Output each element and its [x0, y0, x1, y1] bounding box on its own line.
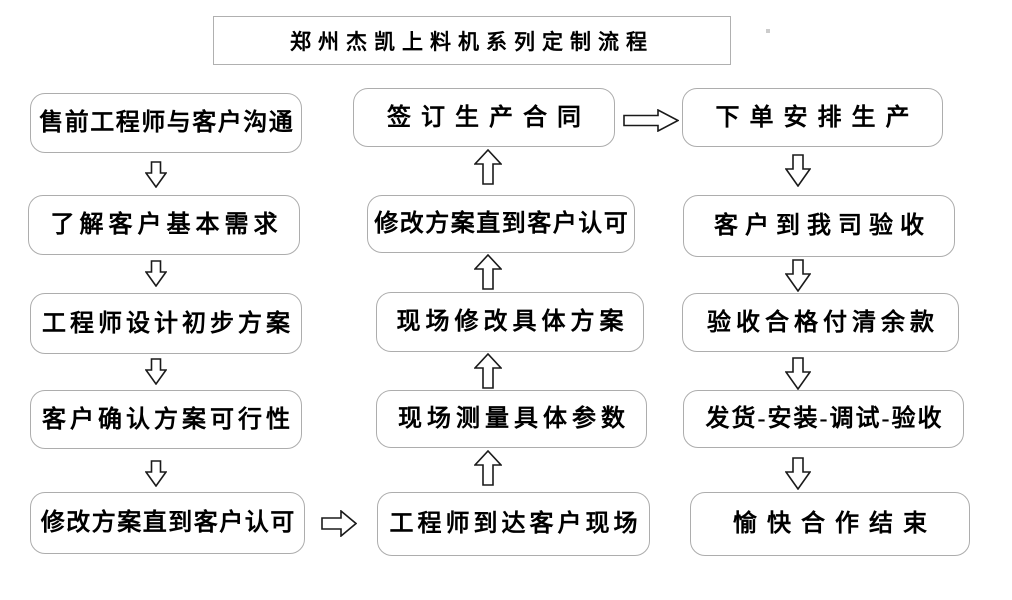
down-arrow-icon: [145, 260, 167, 287]
flow-node-label: 修改方案直到客户认可: [40, 510, 296, 536]
flow-node-label: 客户到我司验收: [714, 213, 931, 239]
page-title: 郑州杰凯上料机系列定制流程: [290, 29, 654, 54]
flow-node-label: 现场测量具体参数: [398, 406, 630, 432]
flow-node-onsite-revise-plan: 现场修改具体方案: [376, 292, 644, 352]
flow-node-label: 下单安排生产: [715, 104, 920, 131]
title-box: 郑州杰凯上料机系列定制流程: [213, 16, 731, 65]
flow-node-order-production: 下单安排生产: [682, 88, 943, 147]
flow-node-design-draft-plan: 工程师设计初步方案: [30, 293, 302, 354]
flow-node-customer-acceptance-visit: 客户到我司验收: [683, 195, 955, 257]
flow-node-cooperation-end: 愉快合作结束: [690, 492, 970, 556]
right-arrow-icon: [321, 510, 357, 537]
up-arrow-icon: [474, 254, 502, 290]
down-arrow-icon: [145, 161, 167, 188]
down-arrow-icon: [785, 259, 811, 292]
right-arrow-icon: [623, 109, 679, 132]
flow-node-understand-needs: 了解客户基本需求: [28, 195, 300, 255]
flow-node-label: 售前工程师与客户沟通: [39, 110, 295, 136]
flow-node-label: 签订生产合同: [387, 104, 591, 131]
flow-node-presales-communication: 售前工程师与客户沟通: [30, 93, 302, 153]
flow-node-onsite-measure-params: 现场测量具体参数: [376, 390, 647, 448]
flow-node-label: 愉快合作结束: [733, 511, 937, 537]
flow-node-label: 工程师到达客户现场: [389, 511, 642, 537]
flow-node-confirm-feasibility: 客户确认方案可行性: [30, 390, 302, 449]
flow-node-ship-install-debug-accept: 发货-安装-调试-验收: [683, 390, 964, 448]
down-arrow-icon: [785, 457, 811, 490]
flow-node-label: 了解客户基本需求: [50, 212, 283, 238]
flow-node-revise-until-approved-2: 修改方案直到客户认可: [367, 195, 635, 253]
flow-node-label: 客户确认方案可行性: [42, 406, 294, 433]
flow-node-label: 验收合格付清余款: [707, 309, 939, 336]
flow-node-label: 修改方案直到客户认可: [374, 211, 630, 237]
down-arrow-icon: [145, 460, 167, 487]
flow-node-engineer-arrive-site: 工程师到达客户现场: [377, 492, 650, 556]
flow-node-revise-until-approved: 修改方案直到客户认可: [30, 492, 305, 554]
flow-node-sign-contract: 签订生产合同: [353, 88, 615, 147]
flow-node-label: 工程师设计初步方案: [42, 310, 294, 337]
down-arrow-icon: [785, 154, 811, 187]
up-arrow-icon: [474, 353, 502, 389]
flow-node-pay-balance: 验收合格付清余款: [682, 293, 959, 352]
stray-dot: [766, 29, 770, 33]
down-arrow-icon: [145, 358, 167, 385]
up-arrow-icon: [474, 149, 502, 185]
up-arrow-icon: [474, 450, 502, 486]
flow-node-label: 发货-安装-调试-验收: [705, 406, 944, 432]
flow-node-label: 现场修改具体方案: [396, 309, 629, 335]
down-arrow-icon: [785, 357, 811, 390]
